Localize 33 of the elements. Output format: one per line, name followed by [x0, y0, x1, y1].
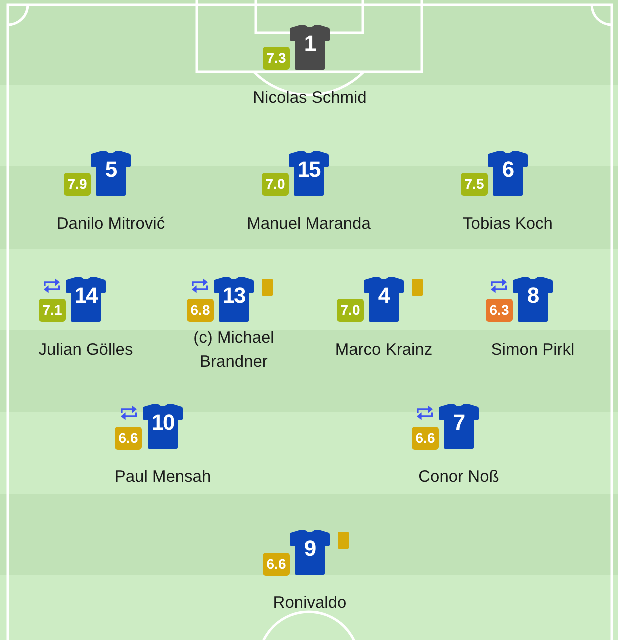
player-jersey: 8	[513, 277, 553, 322]
rating-badge: 6.6	[263, 553, 290, 576]
rating-badge: 7.0	[262, 173, 289, 196]
player-jersey: 6	[488, 151, 528, 196]
player-name: Tobias Koch	[462, 214, 554, 235]
rating-badge: 6.6	[412, 427, 439, 450]
player-name: Marco Krainz	[334, 340, 434, 361]
rating-badge: 7.0	[337, 299, 364, 322]
rating-badge: 7.1	[39, 299, 66, 322]
player-jersey: 10	[143, 404, 183, 449]
rating-badge: 7.5	[461, 173, 488, 196]
player-name: Nicolas Schmid	[252, 88, 368, 109]
rating-badge: 7.9	[64, 173, 91, 196]
player-jersey: 14	[66, 277, 106, 322]
player-name: Julian Gölles	[38, 340, 134, 361]
player-jersey: 5	[91, 151, 131, 196]
player-jersey: 15	[289, 151, 329, 196]
player-jersey: 13	[214, 277, 254, 322]
rating-badge: 6.8	[187, 299, 214, 322]
player-name: Paul Mensah	[114, 467, 212, 488]
rating-badge: 6.6	[115, 427, 142, 450]
player-name: Simon Pirkl	[490, 340, 576, 361]
rating-badge: 6.3	[486, 299, 513, 322]
player-name: (c) Michael Brandner	[192, 328, 276, 373]
rating-badge: 7.3	[263, 47, 290, 70]
player-name: Danilo Mitrović	[56, 214, 166, 235]
player-jersey: 4	[364, 277, 404, 322]
player-name: Conor Noß	[418, 467, 500, 488]
player-jersey: 9	[290, 530, 330, 575]
player-name: Ronivaldo	[272, 593, 348, 614]
player-name: Manuel Maranda	[246, 214, 372, 235]
player-jersey: 1	[290, 25, 330, 70]
player-jersey: 7	[439, 404, 479, 449]
